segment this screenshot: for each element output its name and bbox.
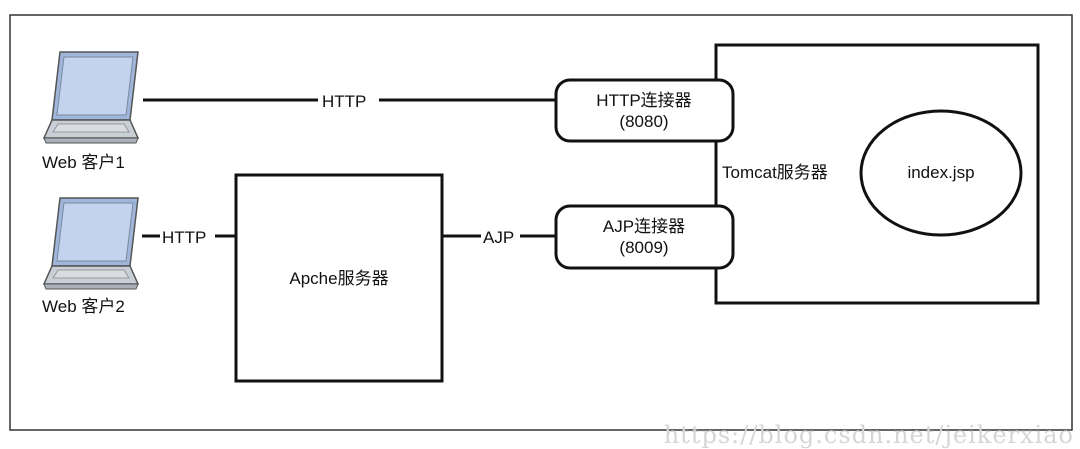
ajp-link-label: AJP [483, 228, 514, 247]
http-connector-port: (8080) [619, 112, 668, 131]
index-jsp-label: index.jsp [907, 163, 974, 182]
client-1-label: Web 客户1 [42, 153, 125, 172]
apache-server-label: Apche服务器 [289, 269, 388, 288]
ajp-connector-box [554, 204, 735, 270]
http-link-1-label: HTTP [322, 92, 366, 111]
client-2-label: Web 客户2 [42, 297, 125, 316]
http-connector-name: HTTP连接器 [596, 91, 691, 110]
index-jsp-node [859, 109, 1023, 237]
http-connector-box [554, 78, 735, 143]
tomcat-server-label: Tomcat服务器 [722, 163, 828, 182]
laptop-icon [42, 197, 140, 290]
ajp-connector-name: AJP连接器 [603, 217, 685, 236]
laptop-icon [42, 51, 140, 144]
ajp-connector-port: (8009) [619, 238, 668, 257]
http-link-2-label: HTTP [162, 228, 206, 247]
apache-server-box [234, 173, 444, 383]
watermark-text: https://blog.csdn.net/jeikerxiao [663, 421, 1074, 449]
